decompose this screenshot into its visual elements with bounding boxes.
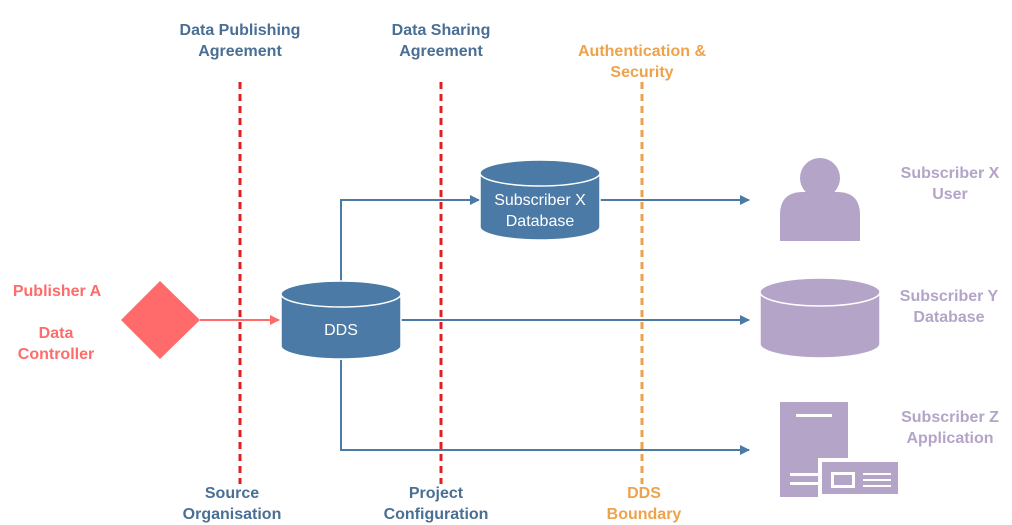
subscriber-y-database-label: Subscriber Y Database: [899, 288, 999, 326]
dds-boundary-label: DDS Boundary: [606, 485, 682, 523]
dds-cylinder: [280, 280, 402, 360]
subscriber-z-application-label: Subscriber Z Application: [901, 409, 999, 447]
user-icon: [780, 158, 860, 241]
subscriber-x-database-cylinder: [479, 159, 601, 241]
database-icon: [759, 277, 881, 359]
subscriber-x-database-node-label: Subscriber X Database: [494, 192, 586, 230]
dds-to-subscriber-x-db-arrow: [340, 195, 480, 282]
dds-to-subscriber-z-arrow: [340, 360, 750, 455]
publisher-name-label: Publisher A: [12, 283, 102, 300]
project-configuration-label: Project Configuration: [383, 485, 489, 523]
source-organisation-label: Source Organisation: [182, 485, 282, 523]
data-controller-label: Data Controller: [17, 325, 95, 363]
data-publishing-agreement-label: Data Publishing Agreement: [179, 22, 301, 60]
dds-node-label: DDS: [324, 322, 358, 339]
application-icon: [780, 402, 902, 498]
subscriber-x-user-label: Subscriber X User: [900, 165, 1000, 203]
publisher-diamond: [121, 281, 200, 359]
data-sharing-agreement-label: Data Sharing Agreement: [391, 22, 491, 60]
authentication-security-label: Authentication & Security: [578, 43, 706, 81]
